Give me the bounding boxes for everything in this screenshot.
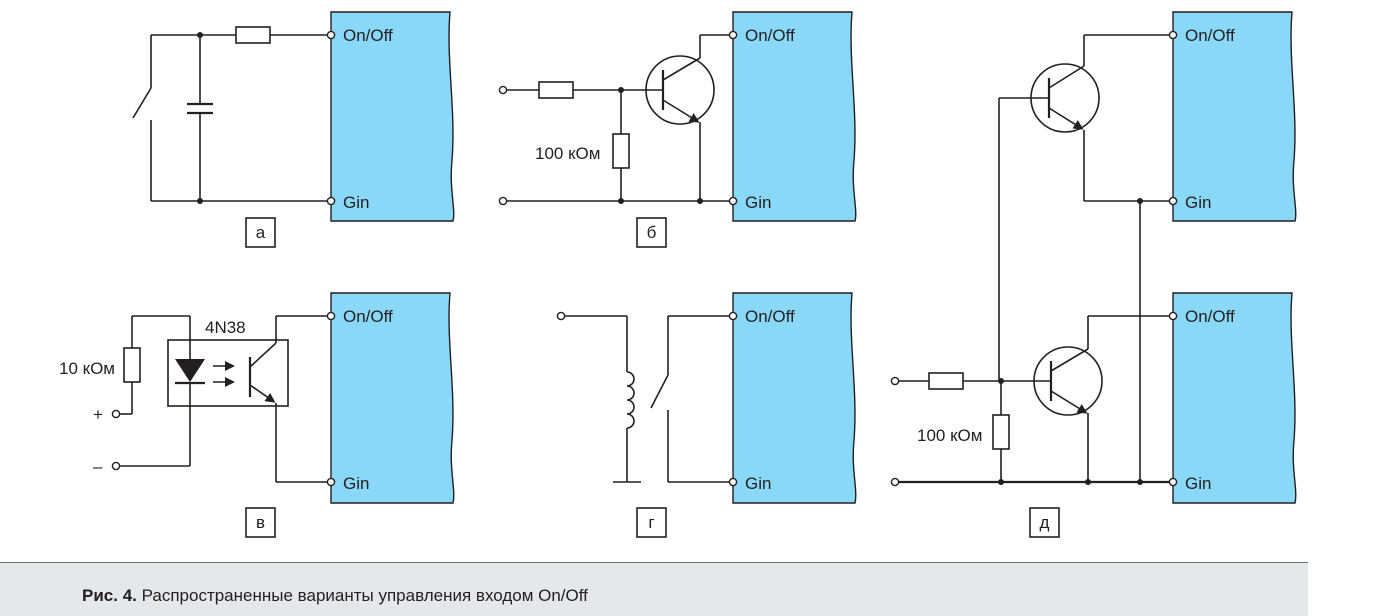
led-diode xyxy=(175,359,205,382)
panel-tag-a xyxy=(245,217,276,248)
panel-tag-g-text: г xyxy=(648,513,654,532)
panel-tag-b xyxy=(636,217,667,248)
resistor xyxy=(235,26,271,44)
panel-tag-d-text: д xyxy=(1040,513,1050,532)
optocoupler-4n38 xyxy=(167,339,289,407)
optocoupler-label: 4N38 xyxy=(205,318,246,337)
caption-prefix: Рис. 4. xyxy=(82,586,137,605)
panel-tag-b-text: б xyxy=(647,223,657,242)
module-block-d-top xyxy=(1172,11,1297,222)
module-block-v xyxy=(330,292,455,504)
module-block-d-bottom xyxy=(1172,292,1297,504)
panel-tag-v-text: в xyxy=(256,513,265,532)
panel-g-circuit: On/Off Gin г xyxy=(556,292,857,538)
gin-label: Gin xyxy=(745,193,771,212)
gin-label: Gin xyxy=(343,474,369,493)
relay-switch xyxy=(650,374,669,409)
on-off-label: On/Off xyxy=(745,307,795,326)
on-off-label: On/Off xyxy=(1185,307,1235,326)
on-off-label: On/Off xyxy=(343,307,393,326)
r-100k-label: 100 кОм xyxy=(917,426,982,445)
panel-v-circuit: 4N38 10 кОм + – On/Off Gin в xyxy=(59,292,455,538)
panel-tag-g xyxy=(636,507,667,538)
panel-tag-v xyxy=(245,507,276,538)
on-off-label: On/Off xyxy=(745,26,795,45)
on-off-label: On/Off xyxy=(1185,26,1235,45)
circuit-diagrams: On/Off Gin а 100 кОм On/Off Gin б xyxy=(59,11,1297,538)
panel-tag-a-text: а xyxy=(256,223,266,242)
r-10k-label: 10 кОм xyxy=(59,359,115,378)
transistor xyxy=(645,55,715,125)
resistor-100k xyxy=(612,133,630,169)
figure-caption: Рис. 4. Распространенные варианты управл… xyxy=(82,586,588,606)
minus-label: – xyxy=(93,457,103,476)
gin-label: Gin xyxy=(1185,474,1211,493)
resistor xyxy=(928,372,964,390)
relay-coil xyxy=(626,371,635,429)
panel-a-circuit: On/Off Gin а xyxy=(132,11,455,248)
resistor xyxy=(538,81,574,99)
gin-label: Gin xyxy=(1185,193,1211,212)
gin-label: Gin xyxy=(745,474,771,493)
module-block-g xyxy=(732,292,857,504)
caption-bar xyxy=(0,562,1308,616)
panel-tag-d xyxy=(1029,507,1060,538)
resistor-10k xyxy=(123,347,141,383)
plus-label: + xyxy=(93,405,103,424)
r-100k-label: 100 кОм xyxy=(535,144,600,163)
caption-text: Распространенные варианты управления вхо… xyxy=(136,586,588,605)
switch xyxy=(132,87,152,119)
panel-d-circuit: 100 кОм On/Off Gin On/Off Gin д xyxy=(890,11,1297,538)
gin-label: Gin xyxy=(343,193,369,212)
module-block-b xyxy=(732,11,857,222)
module-block-a xyxy=(330,11,455,222)
on-off-label: On/Off xyxy=(343,26,393,45)
panel-b-circuit: 100 кОм On/Off Gin б xyxy=(498,11,857,248)
resistor-100k xyxy=(992,414,1010,450)
